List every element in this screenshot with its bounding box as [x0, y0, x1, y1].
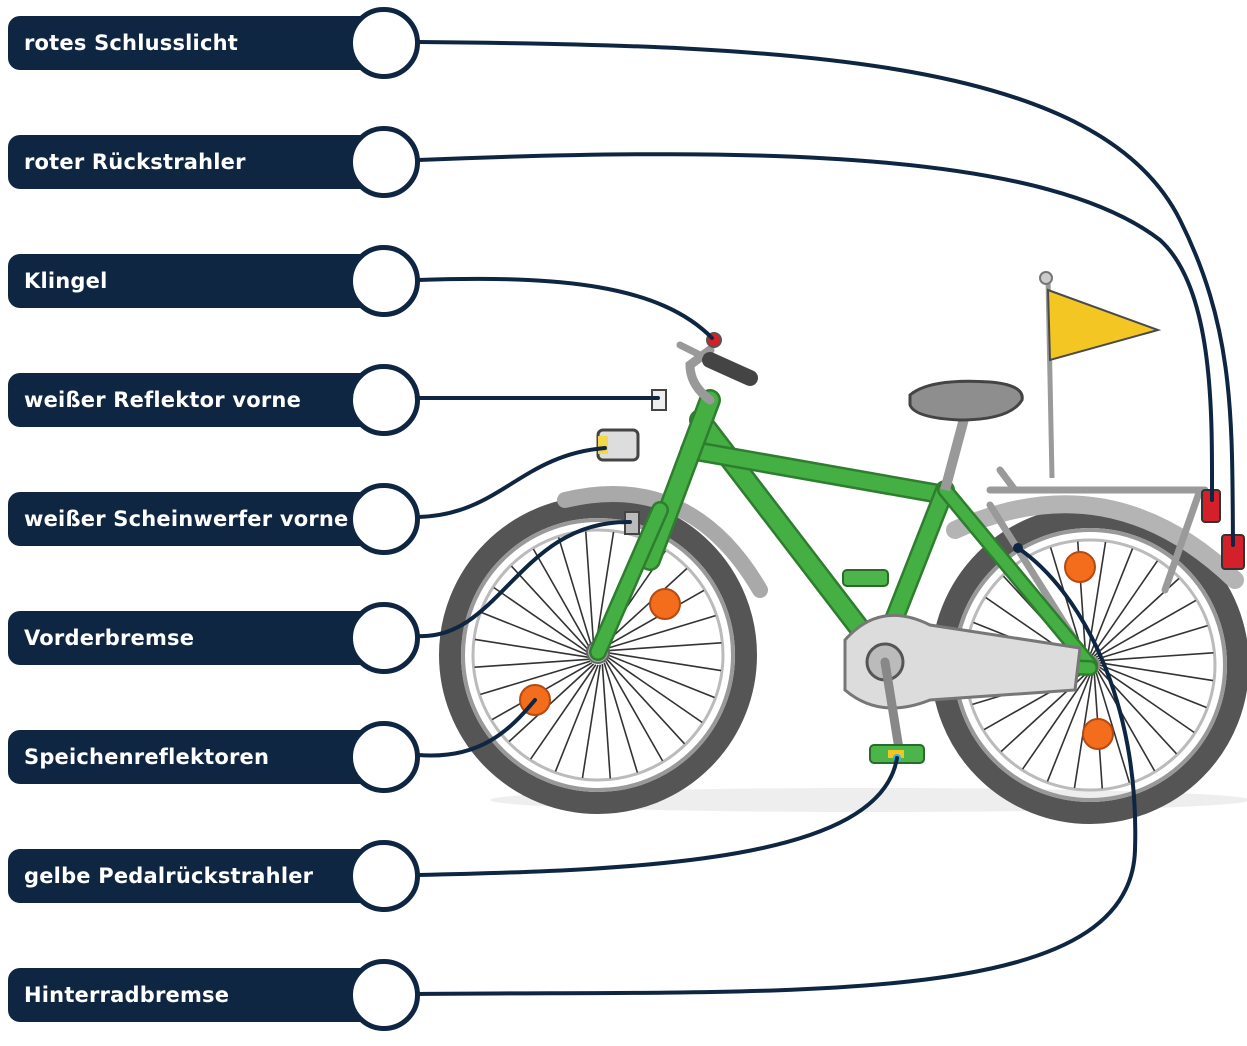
rear-brake-marker: [1013, 543, 1023, 553]
label-front-reflector-knob: [348, 364, 420, 436]
label-tail-light-text: rotes Schlusslicht: [24, 31, 238, 55]
spoke: [1099, 664, 1207, 709]
label-bell-text: Klingel: [24, 269, 108, 293]
connector-tail-light: [416, 40, 1235, 547]
spoke: [606, 658, 686, 745]
chain-guard: [843, 613, 1082, 710]
spoke: [605, 660, 664, 762]
connector-rear-brake: [416, 546, 1138, 996]
spoke: [557, 537, 593, 648]
spoke: [554, 664, 599, 772]
label-front-brake-knob: [348, 602, 420, 674]
connector-pedal: [416, 756, 899, 877]
handlebar: [676, 341, 758, 405]
spoke: [584, 531, 595, 647]
label-front-reflector-text: weißer Reflektor vorne: [24, 388, 302, 412]
spoke: [601, 663, 612, 779]
spoke: [532, 548, 591, 650]
label-tail-light-knob: [348, 7, 420, 79]
spoke: [601, 567, 688, 647]
spoke: [607, 654, 715, 699]
spoke: [603, 589, 705, 648]
spoke: [603, 662, 639, 773]
label-spoke-reflectors-knob: [348, 721, 420, 793]
spoke: [510, 565, 590, 652]
label-rear-brake-text: Hinterradbremse: [24, 983, 230, 1007]
connector-lines: [416, 40, 1235, 996]
spoke: [1098, 651, 1214, 662]
spoke: [1095, 599, 1197, 658]
connector-rear-reflector: [416, 152, 1215, 502]
spoke: [605, 614, 716, 650]
label-front-brake-text: Vorderbremse: [24, 626, 195, 650]
label-front-reflector: weißer Reflektor vorne: [8, 373, 378, 427]
label-rear-brake-knob: [348, 959, 420, 1031]
spoke: [1099, 661, 1214, 682]
label-pedal-reflectors-knob: [348, 840, 420, 912]
label-headlight-knob: [348, 483, 420, 555]
label-spoke-reflectors: Speichenreflektoren: [8, 730, 368, 784]
spoke: [1046, 674, 1091, 782]
connector-headlight: [416, 446, 607, 519]
label-tail-light: rotes Schlusslicht: [8, 16, 368, 70]
spoke-reflector-dots: [519, 551, 1114, 750]
saddle: [908, 379, 1024, 422]
seat-post: [940, 413, 970, 492]
label-spoke-reflectors-text: Speichenreflektoren: [24, 745, 270, 769]
spoke: [508, 663, 595, 743]
label-rear-reflector: roter Rückstrahler: [8, 135, 368, 189]
label-pedal-reflectors: gelbe Pedalrückstrahler: [8, 849, 378, 903]
spoke: [474, 638, 589, 659]
spoke: [1095, 672, 1131, 783]
safety-flag: [1039, 271, 1162, 479]
label-rear-brake: Hinterradbremse: [8, 968, 368, 1022]
spoke: [481, 611, 589, 656]
spoke: [1099, 666, 1195, 734]
spoke: [493, 586, 589, 654]
spoke: [1097, 670, 1156, 772]
headlight-part: [596, 428, 640, 462]
spoke: [607, 651, 722, 672]
label-headlight-text: weißer Scheinwerfer vorne: [24, 507, 349, 531]
spoke: [594, 531, 615, 646]
label-front-brake: Vorderbremse: [8, 611, 368, 665]
bicycle-frame: [589, 389, 1098, 676]
label-headlight: weißer Scheinwerfer vorne: [8, 492, 378, 546]
connector-front-brake: [416, 519, 632, 639]
rear-pedal: [842, 569, 889, 587]
connector-bell: [416, 276, 714, 340]
spoke: [1097, 624, 1208, 660]
label-bell: Klingel: [8, 254, 368, 308]
spoke: [1021, 674, 1089, 770]
spoke: [607, 656, 703, 724]
label-rear-reflector-knob: [348, 126, 420, 198]
label-pedal-reflectors-text: gelbe Pedalrückstrahler: [24, 864, 314, 888]
label-rear-reflector-text: roter Rückstrahler: [24, 150, 246, 174]
spoke: [606, 641, 722, 652]
connector-spoke-reflectors: [416, 698, 537, 758]
pedal-reflector-mark: [888, 750, 904, 758]
spoke: [1091, 560, 1159, 656]
spoke: [1089, 548, 1134, 656]
label-bell-knob: [348, 245, 420, 317]
spoke: [581, 664, 602, 779]
crank-arm: [880, 657, 905, 760]
spoke: [480, 660, 591, 696]
front-wheel: [439, 496, 757, 814]
spoke: [529, 664, 597, 760]
spoke: [474, 658, 590, 669]
